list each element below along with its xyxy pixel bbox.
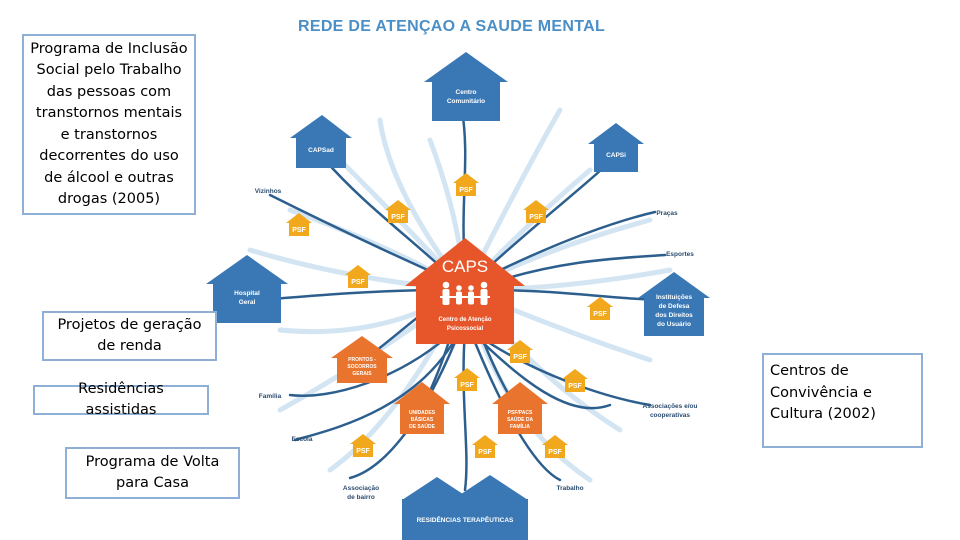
house-caps-center: CAPS Centro de Atenção Psicossocial xyxy=(405,238,525,344)
residencias-label: RESIDÊNCIAS TERAPÊUTICAS xyxy=(417,515,514,524)
psf-house: PSF xyxy=(350,434,376,457)
caps-subtitle-line1: Centro de Atenção xyxy=(438,317,491,323)
caps-name: CAPS xyxy=(442,257,488,276)
centro-label-line2: Comunitário xyxy=(447,98,485,105)
psf-label: PSF xyxy=(548,449,562,456)
label-familia: Família xyxy=(259,393,282,400)
caps-subtitle-line2: Psicossocial xyxy=(447,326,484,332)
centro-label-line1: Centro xyxy=(456,89,477,96)
psf-house: PSF xyxy=(453,173,479,196)
hospital-label-line1: Hospital xyxy=(234,290,260,297)
psf-label: PSF xyxy=(459,187,473,194)
house-capsad: CAPSad xyxy=(290,115,352,168)
psf-house: PSF xyxy=(385,200,411,223)
house-centro-comunitario: Centro Comunitário xyxy=(424,52,508,121)
capsad-label: CAPSad xyxy=(308,147,334,154)
house-capsi: CAPSi xyxy=(588,123,644,172)
external-labels: Vizinhos Praças Esportes Família Escola … xyxy=(255,188,698,501)
psf-house: PSF xyxy=(472,435,498,458)
ubs-label-line3: DE SAÚDE xyxy=(409,423,436,430)
textbox-projetos-geracao: Projetos de geração de renda xyxy=(42,311,217,361)
psf-label: PSF xyxy=(460,382,474,389)
psf-pacs-label-line2: SAÚDE DA xyxy=(507,416,534,423)
hospital-label-line2: Geral xyxy=(239,299,256,306)
label-escola: Escola xyxy=(292,436,313,443)
inst-label-line1: Instituições xyxy=(656,294,693,301)
house-unidades-basicas: UNIDADES BÁSICAS DE SAÚDE xyxy=(394,382,450,434)
house-prontos-socorros: PRONTOS - SOCORROS GERAIS xyxy=(331,336,393,383)
inst-label-line4: do Usuário xyxy=(657,321,691,328)
label-esportes: Esportes xyxy=(666,251,694,258)
label-trabalho: Trabalho xyxy=(556,485,583,492)
psf-label: PSF xyxy=(529,214,543,221)
family-icon xyxy=(440,281,490,305)
psf-house: PSF xyxy=(587,297,613,320)
psf-pacs-label-line3: FAMÍLIA xyxy=(510,422,530,430)
psf-house: PSF xyxy=(523,200,549,223)
psf-label: PSF xyxy=(593,311,607,318)
label-assoc-line1: Associações e/ou xyxy=(643,403,698,410)
psf-houses: PSF PSF PSF PSF PSF PSF PSF PSF PSF PSF PSF PSF xyxy=(286,173,613,458)
label-bairro-line1: Associação xyxy=(343,485,379,492)
psf-label: PSF xyxy=(351,279,365,286)
prontos-label-line2: SOCORROS xyxy=(347,364,377,370)
ubs-label-line2: BÁSICAS xyxy=(411,416,434,423)
diagram-title: REDE DE ATENÇAO A SAUDE MENTAL xyxy=(298,18,605,35)
house-hospital-geral: Hospital Geral xyxy=(206,255,288,323)
psf-house: PSF xyxy=(562,369,588,392)
label-vizinhos: Vizinhos xyxy=(255,188,282,195)
house-instituicoes-defesa: Instituições de Defesa dos Direitos do U… xyxy=(638,272,710,336)
prontos-label-line3: GERAIS xyxy=(352,371,372,377)
label-bairro-line2: de bairro xyxy=(347,494,375,501)
psf-label: PSF xyxy=(513,354,527,361)
psf-label: PSF xyxy=(391,214,405,221)
textbox-centros-convivencia: Centros de Convivência e Cultura (2002) xyxy=(762,353,923,448)
psf-label: PSF xyxy=(356,448,370,455)
inst-label-line3: dos Direitos xyxy=(655,312,693,319)
ubs-label-line1: UNIDADES xyxy=(409,410,436,416)
inst-label-line2: de Defesa xyxy=(659,303,690,310)
psf-house: PSF xyxy=(345,265,371,288)
label-pracas: Praças xyxy=(656,210,678,217)
house-residencias-terapeuticas: RESIDÊNCIAS TERAPÊUTICAS xyxy=(402,475,528,540)
psf-house: PSF xyxy=(454,368,480,391)
textbox-programa-volta: Programa de Volta para Casa xyxy=(65,447,240,499)
psf-label: PSF xyxy=(292,227,306,234)
capsi-label: CAPSi xyxy=(606,152,626,159)
psf-label: PSF xyxy=(568,383,582,390)
psf-house: PSF xyxy=(507,340,533,363)
house-psf-pacs: PSF/PACS SAÚDE DA FAMÍLIA xyxy=(492,382,548,434)
prontos-label-line1: PRONTOS - xyxy=(348,357,376,363)
psf-house: PSF xyxy=(542,435,568,458)
textbox-residencias-assistidas: Residências assistidas xyxy=(33,381,209,418)
label-assoc-line2: cooperativas xyxy=(650,412,690,419)
psf-pacs-label-line1: PSF/PACS xyxy=(508,410,533,416)
psf-label: PSF xyxy=(478,449,492,456)
textbox-programa-inclusao: Programa de Inclusão Social pelo Trabalh… xyxy=(22,34,196,215)
psf-house: PSF xyxy=(286,213,312,236)
